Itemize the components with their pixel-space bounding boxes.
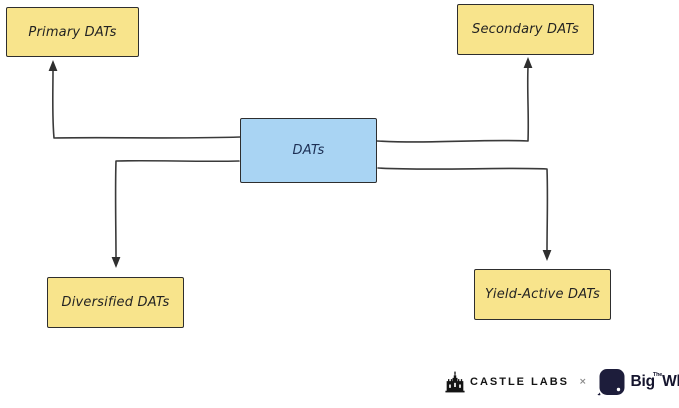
arrow-center-to-secondary xyxy=(376,57,533,143)
collab-x-separator: × xyxy=(579,377,587,387)
castle-labs-logo: CASTLE LABS xyxy=(445,371,569,393)
big-whale-word-whale: Whale xyxy=(662,373,679,390)
castle-icon xyxy=(445,371,465,393)
footer-brand-lockup: CASTLE LABS × BigTheWhale xyxy=(445,366,679,398)
node-yield-active-dats: Yield-Active DATs xyxy=(474,269,611,320)
arrow-center-to-diversified xyxy=(111,159,240,268)
node-dats-center: DATs xyxy=(240,118,377,183)
castle-labs-wordmark: CASTLE LABS xyxy=(470,376,569,388)
node-secondary-dats: Secondary DATs xyxy=(457,4,594,55)
big-whale-wordmark: BigTheWhale xyxy=(630,372,679,391)
node-diversified-dats: Diversified DATs xyxy=(47,277,184,328)
node-dats-center-label: DATs xyxy=(292,143,325,158)
node-secondary-dats-label: Secondary DATs xyxy=(472,22,579,37)
whale-icon xyxy=(597,367,626,398)
big-whale-logo: BigTheWhale xyxy=(597,367,679,398)
big-whale-word-big: Big xyxy=(630,373,656,390)
node-primary-dats: Primary DATs xyxy=(6,7,139,57)
node-primary-dats-label: Primary DATs xyxy=(28,24,117,40)
node-yield-active-dats-label: Yield-Active DATs xyxy=(485,287,600,302)
big-whale-word-the: The xyxy=(652,372,663,378)
arrow-center-to-yield-active xyxy=(377,167,552,261)
node-diversified-dats-label: Diversified DATs xyxy=(61,295,170,310)
arrow-center-to-primary xyxy=(48,60,241,139)
